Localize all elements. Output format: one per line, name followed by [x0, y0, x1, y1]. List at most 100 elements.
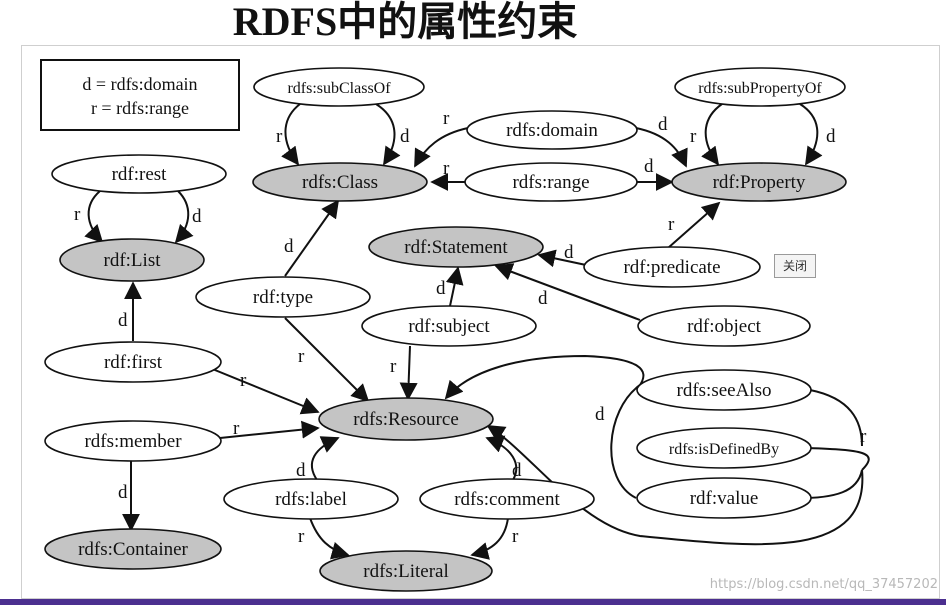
text-value: rdf:value	[690, 488, 759, 509]
legend: d = rdfs:domain r = rdfs:range	[40, 59, 240, 131]
label-subpropertyof-r: r	[690, 126, 697, 147]
node-range	[464, 162, 638, 202]
edge-type-r	[284, 317, 370, 403]
node-value	[636, 477, 812, 519]
node-labels: rdfs:subClassOf rdfs:subPropertyOf rdfs:…	[78, 80, 822, 582]
label-predicate-r: r	[668, 214, 675, 235]
label-comment-r: r	[512, 526, 519, 547]
node-property	[671, 162, 847, 202]
text-range: rdfs:range	[512, 172, 589, 193]
label-label-d: d	[296, 460, 306, 481]
node-comment	[419, 478, 595, 520]
bottom-bar	[0, 599, 946, 605]
text-literal: rdfs:Literal	[363, 561, 448, 582]
node-subclassof	[253, 67, 425, 107]
node-resource	[318, 397, 494, 441]
edge-label-r	[309, 517, 350, 560]
edge-predicate-r	[667, 201, 721, 249]
edge-member-r	[219, 420, 320, 439]
text-member: rdfs:member	[84, 431, 182, 452]
label-rest-d: d	[192, 206, 202, 227]
label-member-r: r	[233, 418, 240, 439]
label-subject-d: d	[436, 278, 446, 299]
text-statement: rdf:Statement	[404, 237, 508, 258]
node-isdefinedby	[636, 427, 812, 469]
edge-isdefinedby-loop	[807, 447, 870, 471]
label-subclassof-d: d	[400, 126, 410, 147]
node-member	[44, 420, 222, 462]
label-subpropertyof-d: d	[826, 126, 836, 147]
edge-first-r	[209, 367, 320, 415]
edge-shared-r	[486, 425, 864, 546]
text-label: rdfs:label	[275, 489, 347, 510]
node-literal	[319, 550, 493, 592]
edge-subject-d	[445, 266, 464, 307]
label-first-d: d	[118, 310, 128, 331]
text-class: rdfs:Class	[302, 172, 378, 193]
nodes	[44, 67, 847, 592]
text-subclassof: rdfs:subClassOf	[287, 80, 391, 97]
label-domain-r: r	[443, 108, 450, 129]
text-property: rdf:Property	[713, 172, 806, 193]
node-subject	[361, 305, 537, 347]
watermark-text: https://blog.csdn.net/qq_37457202	[709, 577, 938, 592]
edge-rest-d	[174, 190, 194, 244]
label-rest-r: r	[74, 204, 81, 225]
edge-type-d	[284, 199, 340, 277]
edge-seealso-loop	[809, 389, 863, 447]
node-statement	[368, 226, 544, 268]
text-resource: rdfs:Resource	[353, 409, 459, 430]
edge-label-d	[310, 436, 340, 481]
node-predicate	[583, 246, 761, 288]
label-first-r: r	[240, 370, 247, 391]
edge-subclassof-d	[375, 103, 401, 166]
label-domain-d: d	[658, 114, 668, 135]
label-object-d: d	[538, 288, 548, 309]
edge-rest-r	[84, 190, 104, 244]
edge-shared-d	[444, 354, 645, 499]
text-seealso: rdfs:seeAlso	[677, 380, 772, 401]
label-label-r: r	[298, 526, 305, 547]
node-object	[637, 305, 811, 347]
label-shared-d: d	[595, 404, 605, 425]
node-label	[223, 478, 399, 520]
node-class	[252, 162, 428, 202]
edge-comment-r	[470, 517, 509, 560]
text-container: rdfs:Container	[78, 539, 188, 560]
label-range-d: d	[644, 156, 654, 177]
label-type-r: r	[298, 346, 305, 367]
label-shared-r: r	[860, 426, 867, 447]
text-list: rdf:List	[104, 250, 162, 271]
label-subclassof-r: r	[276, 126, 283, 147]
node-list	[59, 238, 205, 282]
text-object: rdf:object	[687, 316, 762, 337]
text-rest: rdf:rest	[112, 164, 168, 185]
edge-labels: r d r d r d r d r d d r d r d r d d r r …	[74, 108, 867, 547]
text-first: rdf:first	[104, 352, 163, 373]
node-type	[195, 276, 371, 318]
node-seealso	[636, 369, 812, 411]
node-rest	[51, 154, 227, 194]
label-comment-d: d	[512, 460, 522, 481]
edge-domain-r	[414, 127, 469, 168]
edge-object-d	[494, 263, 641, 321]
close-button[interactable]: 关闭	[774, 254, 816, 278]
text-type: rdf:type	[253, 287, 313, 308]
legend-domain: d = rdfs:domain	[82, 74, 197, 94]
text-predicate: rdf:predicate	[623, 257, 720, 278]
edge-predicate-d	[537, 249, 587, 268]
text-domain: rdfs:domain	[506, 120, 598, 141]
text-comment: rdfs:comment	[454, 489, 560, 510]
text-subject: rdf:subject	[408, 316, 490, 337]
node-container	[44, 528, 222, 570]
text-subpropertyof: rdfs:subPropertyOf	[698, 80, 822, 97]
label-type-d: d	[284, 236, 294, 257]
label-subject-r: r	[390, 356, 397, 377]
label-member-d: d	[118, 482, 128, 503]
node-subpropertyof	[674, 67, 846, 107]
edge-subpropertyof-r	[701, 103, 723, 166]
text-isdefinedby: rdfs:isDefinedBy	[669, 441, 779, 458]
slide-title: RDFS中的属性约束	[232, 0, 578, 44]
node-domain	[466, 110, 638, 150]
